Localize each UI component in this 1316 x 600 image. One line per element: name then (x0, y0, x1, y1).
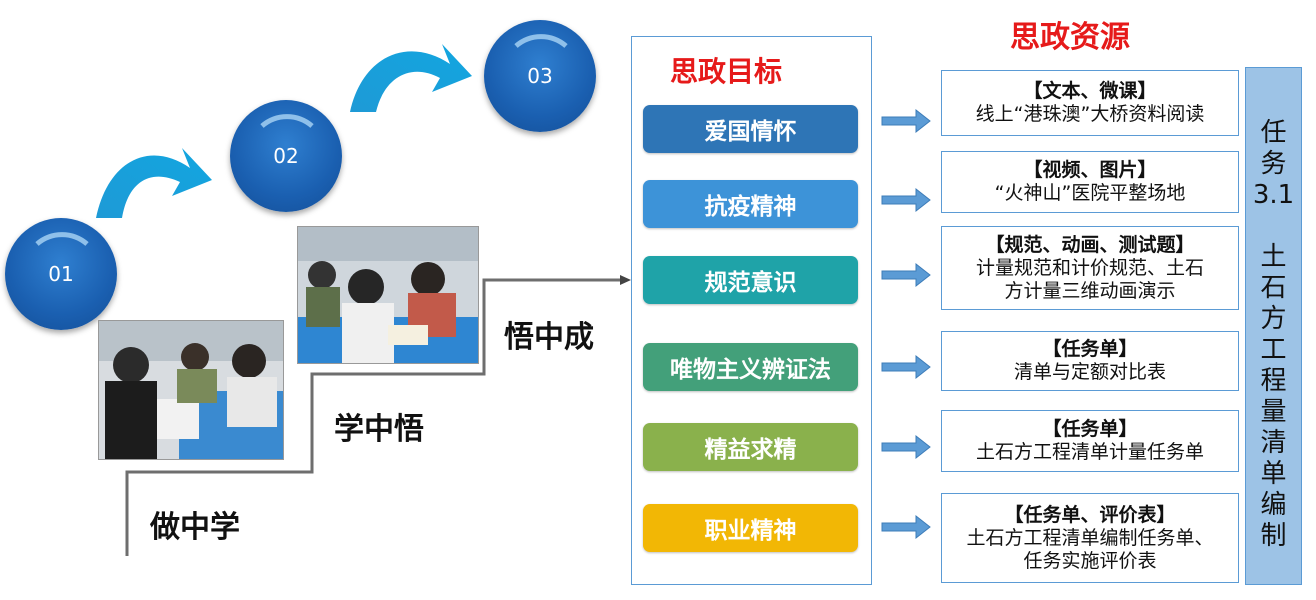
arrow-right-icon (881, 187, 931, 213)
step-number: 02 (273, 144, 299, 168)
classroom-photo-1 (98, 320, 284, 460)
arrow-right-icon (881, 434, 931, 460)
resource-line: 土石方工程清单计量任务单 (975, 441, 1204, 463)
resource-box: 【文本、微课】 线上“港珠澳”大桥资料阅读 (941, 70, 1239, 136)
step-number: 01 (48, 262, 74, 286)
step-circle-02: 02 (230, 100, 342, 212)
resource-line: 线上“港珠澳”大桥资料阅读 (975, 103, 1205, 125)
step-number: 03 (527, 64, 553, 88)
step-label-realize-achieve: 悟中成 (504, 320, 594, 355)
resource-line: 任务实施评价表 (1023, 549, 1157, 572)
progress-arrows (96, 44, 472, 218)
resource-line: 清单与定额对比表 (1013, 361, 1166, 383)
classroom-photo-2 (297, 226, 479, 364)
resource-line: 方计量三维动画演示 (1004, 279, 1176, 302)
resource-box: 【任务单】 土石方工程清单计量任务单 (941, 410, 1239, 472)
resource-title: 【视频、图片】 (1023, 159, 1157, 181)
resource-title: 【任务单】 (1042, 418, 1138, 440)
step-label-learn-realize: 学中悟 (334, 412, 424, 447)
curved-arrow-2 (350, 44, 472, 112)
step-circle-03: 03 (484, 20, 596, 132)
arrow-right-icon (881, 108, 931, 134)
goal-professionalism: 职业精神 (643, 504, 858, 552)
goal-standards: 规范意识 (643, 256, 858, 304)
goal-anti-epidemic: 抗疫精神 (643, 180, 858, 228)
goal-excellence: 精益求精 (643, 423, 858, 471)
resource-line: 土石方工程清单编制任务单、 (966, 526, 1214, 549)
stair-line (125, 275, 631, 556)
arrow-right-icon (881, 262, 931, 288)
resource-box: 【任务单、评价表】 土石方工程清单编制任务单、 任务实施评价表 (941, 493, 1239, 583)
resource-line: 计量规范和计价规范、土石 (975, 256, 1204, 279)
step-circle-01: 01 (5, 218, 117, 330)
goal-patriotism: 爱国情怀 (643, 105, 858, 153)
resource-line: “火神山”医院平整场地 (994, 182, 1186, 204)
curved-arrow-1 (96, 148, 212, 218)
step-label-do-learn: 做中学 (150, 510, 240, 545)
resource-title: 【任务单】 (1042, 338, 1138, 360)
goals-title: 思政目标 (670, 55, 783, 88)
resource-box: 【任务单】 清单与定额对比表 (941, 331, 1239, 391)
connector-arrows (881, 108, 931, 540)
resource-title: 【任务单、评价表】 (1004, 503, 1176, 526)
resources-title: 思政资源 (1010, 20, 1130, 55)
arrow-right-icon (881, 354, 931, 380)
resource-title: 【文本、微课】 (1023, 80, 1157, 102)
resource-box: 【视频、图片】 “火神山”医院平整场地 (941, 151, 1239, 213)
resource-box: 【规范、动画、测试题】 计量规范和计价规范、土石 方计量三维动画演示 (941, 226, 1239, 310)
resource-title: 【规范、动画、测试题】 (985, 233, 1195, 256)
goal-dialectics: 唯物主义辨证法 (643, 343, 858, 391)
arrow-right-icon (881, 514, 931, 540)
task-bar: 任 务 3.1 土 石 方 工 程 量 清 单 编 制 (1245, 67, 1302, 585)
task-vertical-label: 任 务 3.1 土 石 方 工 程 量 清 单 编 制 (1252, 118, 1295, 551)
